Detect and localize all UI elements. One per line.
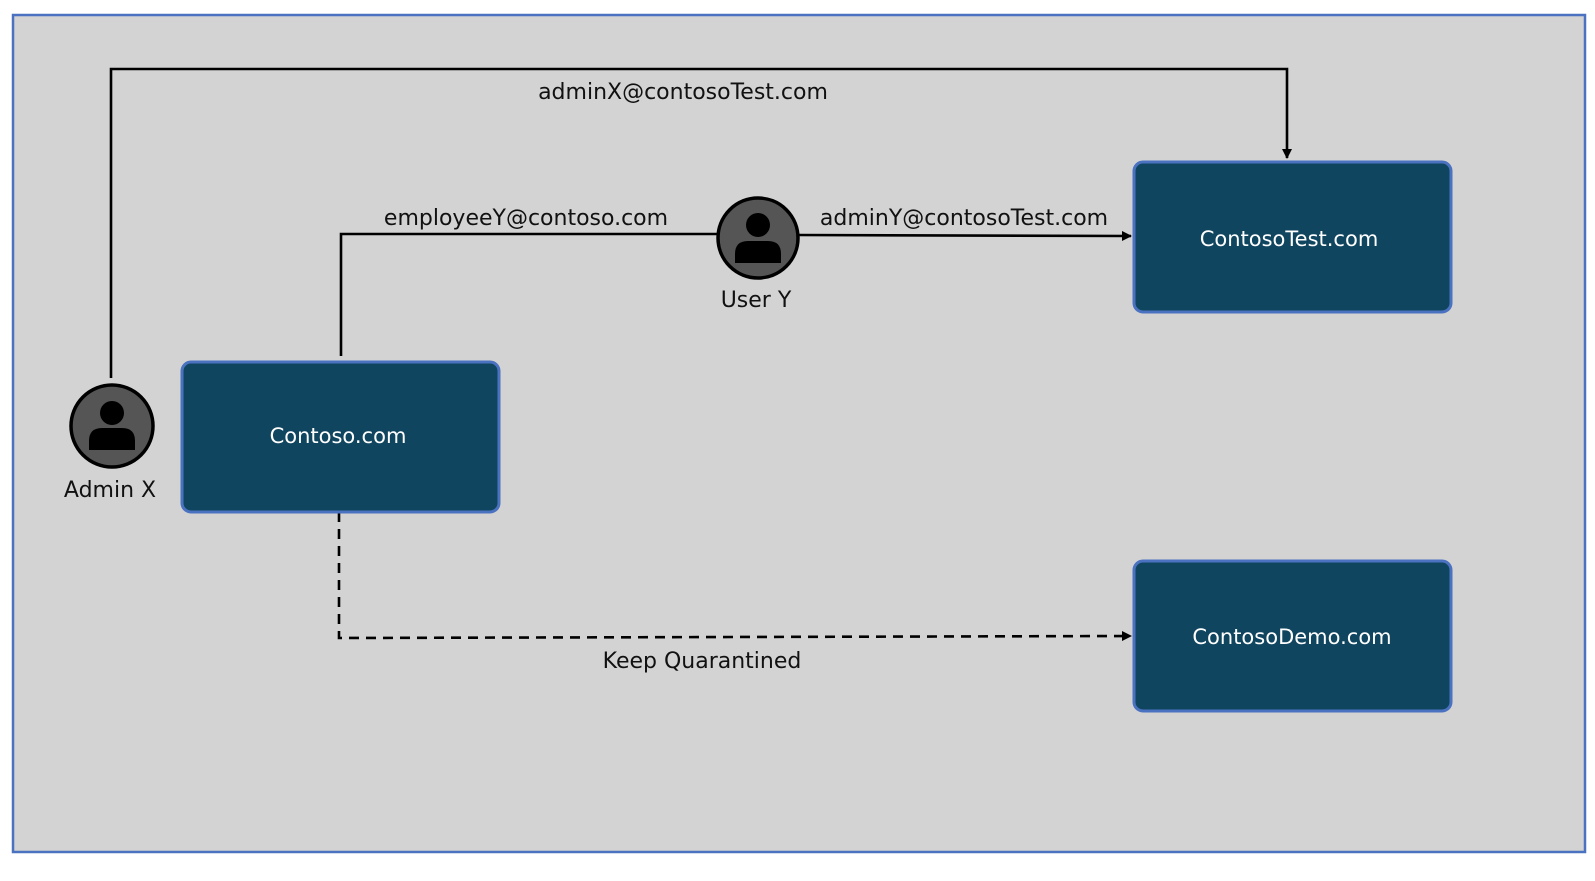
node-contoso-label: Contoso.com xyxy=(270,424,407,448)
edge-contoso-to-usery: employeeY@contoso.com xyxy=(339,206,722,356)
node-contosotest-box xyxy=(1132,160,1453,314)
person-icon xyxy=(716,196,800,280)
actor-user-y: User Y xyxy=(716,196,800,313)
actor-user-y-label: User Y xyxy=(721,288,792,313)
edge-label-keep-quarantined: Keep Quarantined xyxy=(603,649,802,674)
actor-admin-x-label: Admin X xyxy=(64,478,156,503)
edge-label-adminy: adminY@contosoTest.com xyxy=(820,206,1108,231)
edge-line xyxy=(109,67,1292,378)
node-contosodemo: ContosoDemo.com xyxy=(1132,559,1453,713)
node-contosodemo-box xyxy=(1132,559,1453,713)
edge-line xyxy=(339,232,722,356)
node-contosotest-label: ContosoTest.com xyxy=(1200,227,1379,251)
actor-admin-x: Admin X xyxy=(64,383,156,503)
node-contosotest: ContosoTest.com xyxy=(1132,160,1453,314)
edge-label-employeey: employeeY@contoso.com xyxy=(384,206,668,231)
node-contosodemo-label: ContosoDemo.com xyxy=(1192,625,1391,649)
edge-usery-to-contosotest: adminY@contosoTest.com xyxy=(795,206,1132,241)
edge-contoso-to-contosodemo: Keep Quarantined xyxy=(337,512,1132,674)
edge-line xyxy=(795,230,1132,241)
node-contoso: Contoso.com xyxy=(180,360,501,514)
node-contoso-box xyxy=(180,360,501,514)
edge-label-adminx: adminX@contosoTest.com xyxy=(538,80,828,105)
person-icon xyxy=(69,383,155,469)
edge-line xyxy=(337,512,1132,642)
edge-adminx-to-contosotest: adminX@contosoTest.com xyxy=(109,67,1292,378)
